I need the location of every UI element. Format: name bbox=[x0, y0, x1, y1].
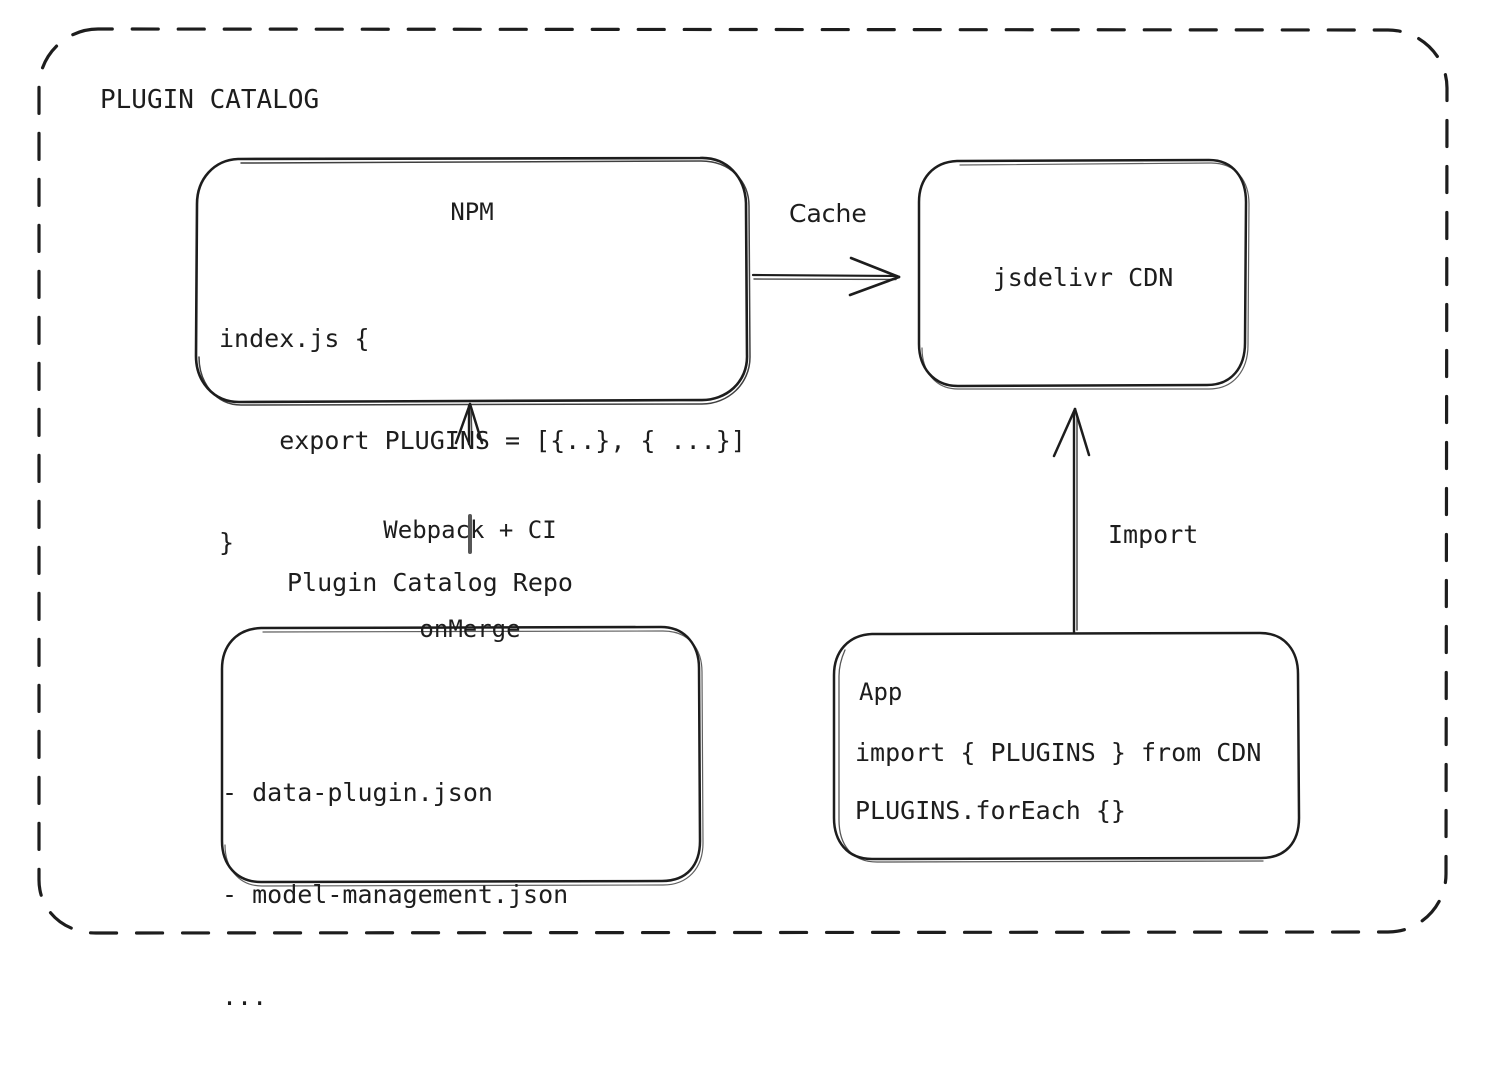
diagram-canvas: PLUGIN CATALOG NPM index.js { export PLU… bbox=[37, 27, 1449, 1011]
npm-code-line-3: } bbox=[219, 528, 235, 557]
npm-code-line-1: index.js { bbox=[219, 324, 370, 353]
app-node-title: App bbox=[859, 678, 903, 706]
edge-app-to-cdn-arrow bbox=[1052, 407, 1091, 634]
app-code-line-1: import { PLUGINS } from CDN bbox=[855, 738, 1262, 767]
edge-label-webpack-ci-line-1: Webpack + CI bbox=[383, 516, 557, 544]
npm-code-line-2: export PLUGINS = [{..}, { ...}] bbox=[219, 426, 746, 455]
npm-node-title: NPM bbox=[450, 198, 494, 226]
page-title: PLUGIN CATALOG bbox=[100, 85, 320, 115]
edge-npm-to-cdn-arrow bbox=[751, 256, 901, 297]
edge-label-cache: Cache bbox=[789, 199, 867, 228]
repo-node-caption: Plugin Catalog Repo bbox=[287, 568, 573, 597]
repo-list-item-1: - data-plugin.json bbox=[222, 778, 493, 807]
cdn-node-title: jsdelivr CDN bbox=[992, 263, 1174, 292]
edge-label-webpack-ci: Webpack + CI onMerge bbox=[330, 448, 610, 712]
repo-list-item-3: ... bbox=[222, 982, 268, 1011]
app-code-line-2: PLUGINS.forEach {} bbox=[855, 796, 1126, 825]
edge-label-import: Import bbox=[1108, 520, 1199, 549]
edge-label-webpack-ci-line-2: onMerge bbox=[419, 615, 521, 643]
repo-list-item-2: - model-management.json bbox=[222, 880, 569, 909]
npm-node-code: index.js { export PLUGINS = [{..}, { ...… bbox=[219, 254, 746, 628]
repo-node-list: - data-plugin.json - model-management.js… bbox=[222, 708, 568, 1082]
